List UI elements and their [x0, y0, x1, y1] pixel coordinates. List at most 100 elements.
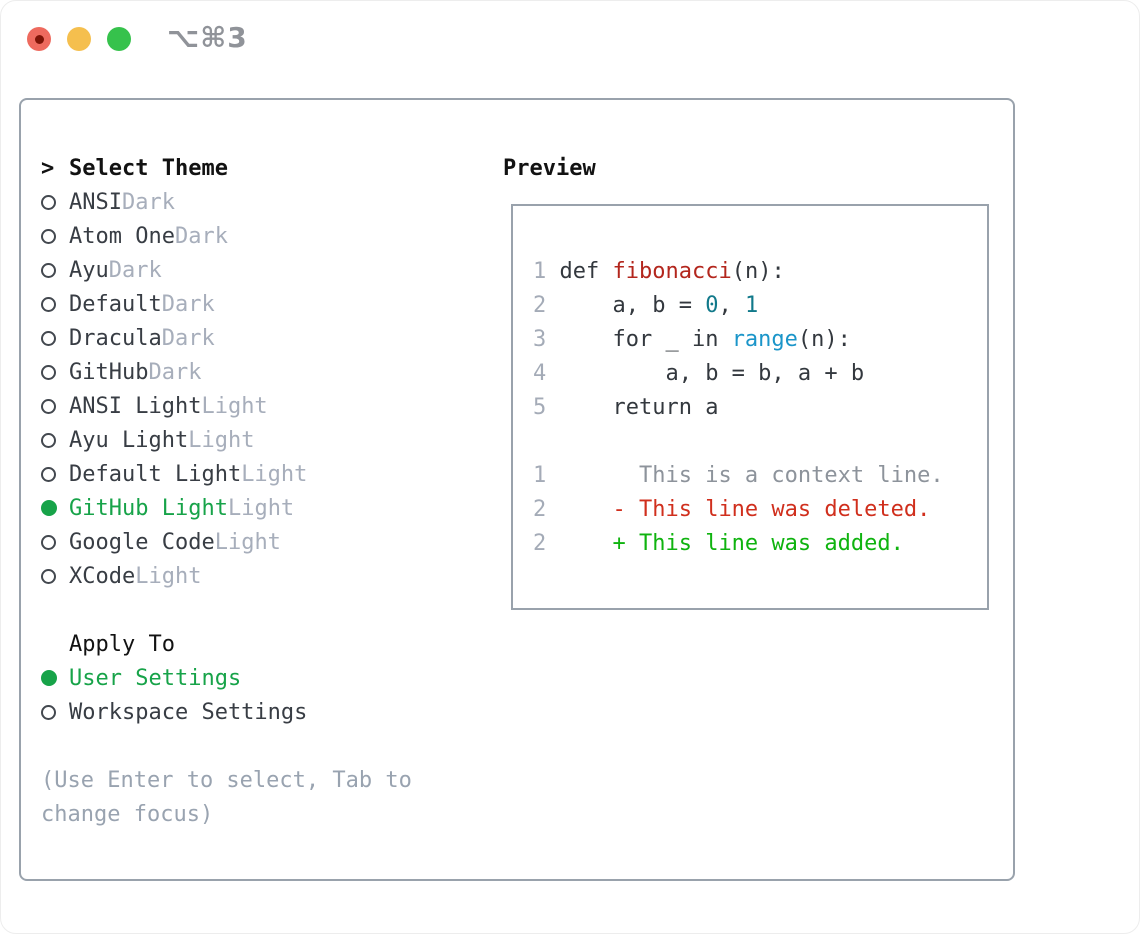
- theme-variant: Dark: [161, 325, 215, 351]
- theme-name: ANSI Light: [69, 393, 202, 419]
- theme-name: GitHub: [69, 359, 149, 385]
- close-button[interactable]: [27, 27, 51, 51]
- line-number: 1: [533, 258, 547, 284]
- theme-option-github-light[interactable]: GitHub Light Light: [41, 491, 412, 525]
- theme-variant: Light: [201, 393, 268, 419]
- theme-variant: Dark: [161, 291, 215, 317]
- line-number: 2: [533, 292, 547, 318]
- theme-option-ayu-light[interactable]: Ayu Light Light: [41, 423, 412, 457]
- theme-variant: Light: [214, 529, 281, 555]
- radio-icon: [41, 194, 69, 210]
- theme-variant: Dark: [108, 257, 162, 283]
- theme-name: ANSI: [69, 189, 122, 215]
- theme-name: Dracula: [69, 325, 162, 351]
- radio-selected-icon: [41, 500, 69, 516]
- code-line: 1 This is a context line.: [533, 458, 944, 492]
- code-line: 2 + This line was added.: [533, 526, 944, 560]
- code-token-function: fibonacci: [612, 258, 732, 284]
- code-line: 4 a, b = b, a + b: [533, 356, 944, 390]
- line-number: 3: [533, 326, 547, 352]
- theme-name: Ayu: [69, 257, 109, 283]
- code-line: 1 def fibonacci(n):: [533, 254, 944, 288]
- theme-name: Default Light: [69, 461, 242, 487]
- line-number: 1: [533, 462, 547, 488]
- code-token-plain: for _ in: [559, 326, 732, 352]
- apply-to-heading: Apply To: [41, 627, 412, 661]
- line-number: 2: [533, 530, 547, 556]
- radio-icon: [41, 466, 69, 482]
- radio-icon: [41, 364, 69, 380]
- titlebar: [27, 27, 131, 51]
- code-token-plain: (n):: [797, 326, 851, 352]
- theme-option-google-code[interactable]: Google Code Light: [41, 525, 412, 559]
- focus-caret-icon: >: [41, 155, 55, 181]
- theme-name: Ayu Light: [69, 427, 189, 453]
- close-dot-icon: [34, 34, 44, 44]
- code-line: 5 return a: [533, 390, 944, 424]
- theme-option-dracula[interactable]: Dracula Dark: [41, 321, 412, 355]
- code-token-plain: def: [559, 258, 613, 284]
- radio-icon: [41, 432, 69, 448]
- theme-name: Google Code: [69, 529, 215, 555]
- theme-option-github[interactable]: GitHub Dark: [41, 355, 412, 389]
- theme-option-ansi[interactable]: ANSI Dark: [41, 185, 412, 219]
- preview-heading: Preview: [503, 155, 596, 181]
- radio-icon: [41, 568, 69, 584]
- code-token-builtin: range: [731, 326, 798, 352]
- code-token-plain: a, b =: [559, 292, 706, 318]
- theme-option-ayu[interactable]: Ayu Dark: [41, 253, 412, 287]
- theme-variant: Light: [188, 427, 255, 453]
- theme-option-default-light[interactable]: Default Light Light: [41, 457, 412, 491]
- spacer-row: [41, 593, 412, 627]
- code-line: [533, 424, 944, 458]
- theme-variant: Light: [241, 461, 308, 487]
- radio-icon: [41, 228, 69, 244]
- code-token-added: + This line was added.: [559, 530, 904, 556]
- code-token-deleted: - This line was deleted.: [559, 496, 931, 522]
- theme-variant: Dark: [121, 189, 175, 215]
- apply-option-user-settings[interactable]: User Settings: [41, 661, 412, 695]
- theme-name: Default: [69, 291, 162, 317]
- theme-option-atom-one[interactable]: Atom One Dark: [41, 219, 412, 253]
- code-line: 2 - This line was deleted.: [533, 492, 944, 526]
- code-token-number: 0: [705, 292, 719, 318]
- zoom-button[interactable]: [107, 27, 131, 51]
- minimize-button[interactable]: [67, 27, 91, 51]
- code-line: 2 a, b = 0, 1: [533, 288, 944, 322]
- theme-variant: Dark: [174, 223, 228, 249]
- spacer-row: [41, 729, 412, 763]
- select-theme-title: Select Theme: [69, 155, 228, 181]
- apply-to-title: Apply To: [69, 631, 175, 657]
- theme-name: GitHub Light: [69, 495, 228, 521]
- theme-option-default[interactable]: Default Dark: [41, 287, 412, 321]
- apply-option-workspace-settings[interactable]: Workspace Settings: [41, 695, 412, 729]
- theme-name: XCode: [69, 563, 136, 589]
- code-token-plain: ,: [718, 292, 745, 318]
- line-number: 2: [533, 496, 547, 522]
- theme-variant: Dark: [148, 359, 202, 385]
- theme-option-xcode[interactable]: XCode Light: [41, 559, 412, 593]
- apply-option-label: User Settings: [69, 665, 242, 691]
- theme-option-ansi-light[interactable]: ANSI Light Light: [41, 389, 412, 423]
- theme-variant: Light: [227, 495, 295, 521]
- line-number: 5: [533, 394, 547, 420]
- radio-icon: [41, 398, 69, 414]
- radio-selected-icon: [41, 670, 69, 686]
- code-token-context: This is a context line.: [559, 462, 944, 488]
- radio-icon: [41, 534, 69, 550]
- apply-option-label: Workspace Settings: [69, 699, 308, 725]
- code-token-number: 1: [744, 292, 759, 318]
- radio-icon: [41, 262, 69, 278]
- radio-icon: [41, 704, 69, 720]
- radio-icon: [41, 296, 69, 312]
- code-token-plain: (n):: [731, 258, 785, 284]
- radio-icon: [41, 330, 69, 346]
- line-number: 4: [533, 360, 547, 386]
- theme-name: Atom One: [69, 223, 175, 249]
- code-token-plain: a, b = b, a + b: [559, 360, 865, 386]
